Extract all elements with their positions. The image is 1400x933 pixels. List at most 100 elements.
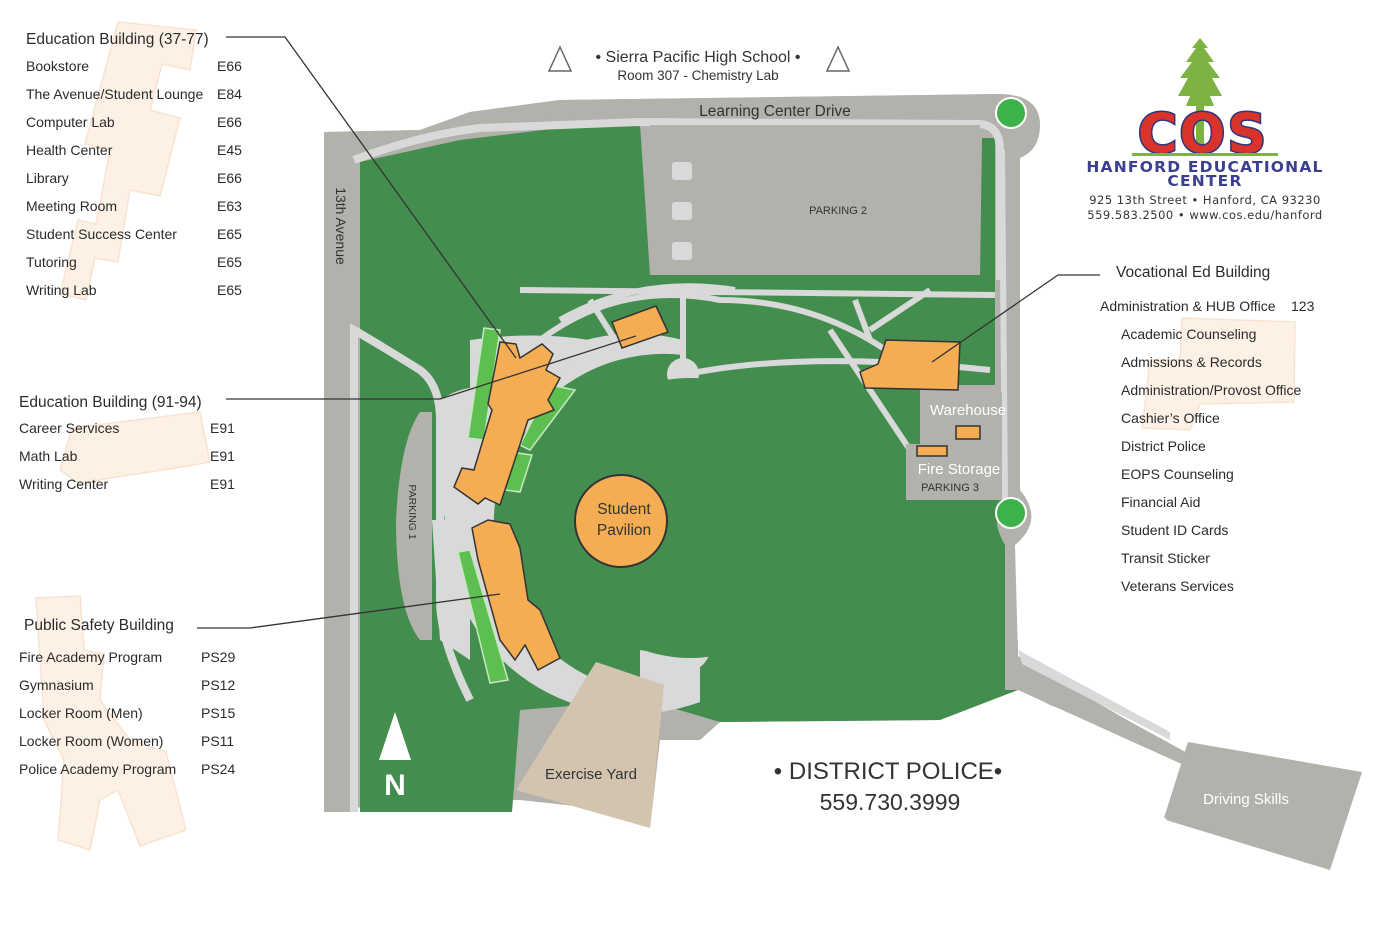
logo-address-block: 925 13th Street • Hanford, CA 93230 559.… — [1060, 193, 1350, 223]
legend-item-name: Health Center — [26, 142, 113, 158]
legend-row: Cashier’s Office — [1100, 410, 1340, 438]
legend-row: Academic Counseling — [1100, 326, 1340, 354]
legend-item-name: Financial Aid — [1121, 494, 1201, 510]
legend-item-code: E65 — [217, 226, 242, 242]
logo-name: HANFORD EDUCATIONAL CENTER — [1075, 158, 1335, 190]
legend-item-name: Math Lab — [19, 448, 78, 464]
legend-item-name: Admissions & Records — [1121, 354, 1262, 370]
legend-item-code: PS24 — [201, 761, 236, 777]
legend-item-code: 123 — [1291, 298, 1315, 314]
warehouse-label: Warehouse — [930, 402, 1006, 419]
roundabout-top — [995, 97, 1027, 129]
driving-skills-road — [1005, 640, 1200, 770]
legend-row: Veterans Services — [1100, 578, 1340, 606]
legend-item-name: Fire Academy Program — [19, 649, 163, 665]
parking-1-lot — [396, 412, 432, 640]
parking-3-label: PARKING 3 — [921, 482, 979, 494]
logo-address: 925 13th Street • Hanford, CA 93230 — [1089, 193, 1321, 207]
redwood-tree-icon — [1178, 38, 1222, 156]
legend-item-name: Veterans Services — [1121, 578, 1234, 594]
legend-row: Writing Center E91 — [19, 476, 249, 504]
legend-row: Transit Sticker — [1100, 550, 1340, 578]
warehouse-building — [955, 425, 981, 440]
legend-row: Computer Lab E66 — [26, 114, 256, 142]
parking-3-lot — [906, 392, 1002, 500]
legend-item-code: E91 — [210, 448, 235, 464]
leader-lines — [197, 36, 1100, 629]
legend-item-name: EOPS Counseling — [1121, 466, 1234, 482]
student-pavilion-label-2: Pavilion — [597, 522, 651, 539]
legend-item-name: Gymnasium — [19, 677, 94, 693]
legend-item-code: E91 — [210, 476, 235, 492]
legend-item-code: E66 — [217, 114, 242, 130]
legend-item-name: The Avenue/Student Lounge — [26, 86, 204, 102]
legend-item-name: Tutoring — [26, 254, 77, 270]
legend-item-name: Meeting Room — [26, 198, 118, 214]
roundabout-mid — [995, 497, 1027, 529]
driving-skills-area — [1164, 742, 1362, 868]
buildings — [453, 305, 981, 672]
legend-item-name: Cashier’s Office — [1121, 410, 1220, 426]
header-room: Room 307 - Chemistry Lab — [617, 68, 778, 83]
legend-education-91-94: Education Building (91-94) Career Servic… — [19, 394, 249, 504]
legend-row: Meeting Room E63 — [26, 198, 256, 226]
parking-1-label: PARKING 1 — [406, 484, 418, 539]
legend-row: Administration/Provost Office — [1100, 382, 1340, 410]
legend-item-name: Locker Room (Women) — [19, 733, 164, 749]
logo-name-line2: CENTER — [1167, 172, 1243, 190]
thirteenth-avenue-road — [324, 132, 354, 812]
fire-storage-building — [916, 445, 948, 457]
legend-title: Education Building (37-77) — [26, 31, 209, 48]
student-pavilion-label-1: Student — [597, 501, 651, 518]
learning-center-drive-label: Learning Center Drive — [699, 103, 851, 120]
legend-item-code: E63 — [217, 198, 242, 214]
legend-item-code: E91 — [210, 420, 235, 436]
legend-row: District Police — [1100, 438, 1340, 466]
legend-item-name: Writing Center — [19, 476, 109, 492]
top-sidewalk — [352, 117, 1004, 280]
legend-row: Health Center E45 — [26, 142, 256, 170]
left-sidewalk — [350, 323, 474, 812]
legend-row: Tutoring E65 — [26, 254, 256, 282]
parking-2-label: PARKING 2 — [809, 205, 867, 217]
legend-row: The Avenue/Student Lounge E84 — [26, 86, 256, 114]
legend-item-name: Computer Lab — [26, 114, 115, 130]
triangle-left-icon — [547, 45, 573, 72]
education-building-37-77 — [453, 341, 562, 507]
triangle-right-icon — [825, 45, 851, 72]
logo-contact: 559.583.2500 • www.cos.edu/hanford — [1087, 208, 1323, 222]
building-lawn-strips — [457, 327, 577, 684]
legend-row: Locker Room (Women)PS11 — [19, 733, 259, 761]
legend-item-code: PS15 — [201, 705, 236, 721]
legend-row: EOPS Counseling — [1100, 466, 1340, 494]
driving-skills-label: Driving Skills — [1203, 791, 1289, 808]
education-building-91-94 — [611, 305, 670, 349]
legend-item-code: E65 — [217, 282, 242, 298]
learning-center-drive-road — [324, 94, 1000, 162]
legend-item-name: Transit Sticker — [1121, 550, 1210, 566]
legend-row: Locker Room (Men) PS15 — [19, 705, 259, 733]
legend-item-code: E84 — [217, 86, 242, 102]
legend-title: Vocational Ed Building — [1116, 264, 1271, 281]
legend-item-name: Academic Counseling — [1121, 326, 1257, 342]
exercise-yard — [516, 662, 664, 828]
parking-2-lot — [650, 125, 980, 275]
legend-item-code: E65 — [217, 254, 242, 270]
legend-item-name: Career Services — [19, 420, 120, 436]
cos-logo: COS — [1132, 38, 1278, 167]
legend-item-code: PS12 — [201, 677, 236, 693]
legend-item-name: Locker Room (Men) — [19, 705, 143, 721]
exercise-yard-label: Exercise Yard — [545, 766, 637, 783]
legend-item-code: E45 — [217, 142, 242, 158]
logo-name-line1: HANFORD EDUCATIONAL — [1086, 158, 1324, 176]
